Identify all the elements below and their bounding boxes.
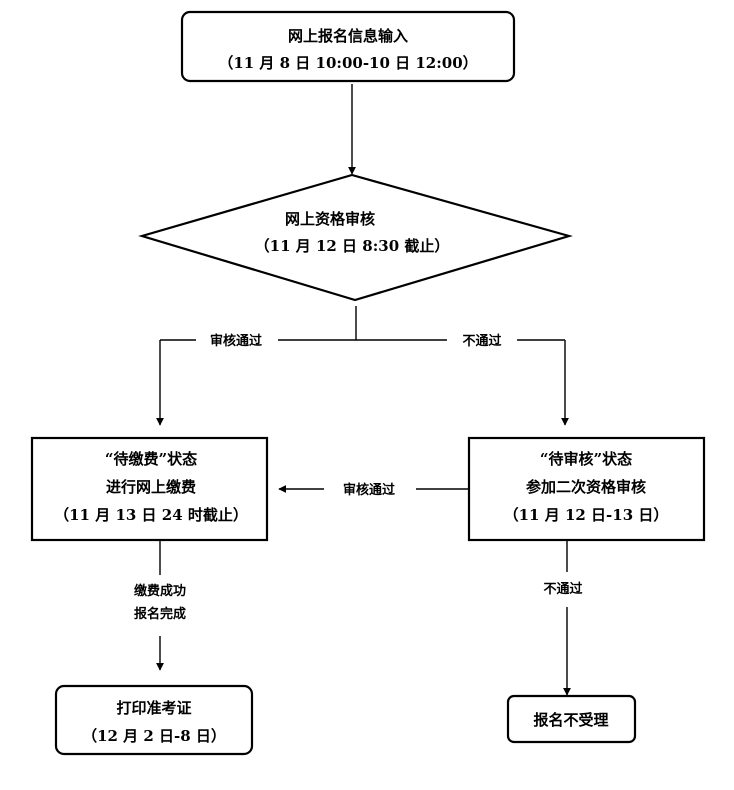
reject-node xyxy=(506,694,637,744)
review-decision xyxy=(138,173,573,302)
pending-review-node xyxy=(467,436,706,542)
pending-payment-node xyxy=(30,436,269,542)
edge-label-paid-1: 缴费成功 xyxy=(134,583,186,599)
print-ticket-title: 打印准考证 xyxy=(116,699,191,717)
review-decision-title: 网上资格审核 xyxy=(285,210,375,228)
print-ticket-time: （12 月 2 日-8 日） xyxy=(82,727,226,745)
edge-label-fail: 不通过 xyxy=(462,333,501,349)
pending-payment-action: 进行网上缴费 xyxy=(106,478,196,496)
edge-label-fail-secondary: 不通过 xyxy=(543,581,582,597)
start-node-time: （11 月 8 日 10:00-10 日 12:00） xyxy=(218,54,477,72)
pending-review-status: “待审核”状态 xyxy=(540,450,632,468)
pending-review-action: 参加二次资格审核 xyxy=(526,478,646,496)
reject-node-title: 报名不受理 xyxy=(533,711,608,729)
edge-label-pass: 审核通过 xyxy=(210,333,262,349)
start-node xyxy=(180,10,516,83)
print-ticket-node xyxy=(54,684,254,756)
review-decision-time: （11 月 12 日 8:30 截止） xyxy=(255,237,450,255)
pending-payment-deadline: （11 月 13 日 24 时截止） xyxy=(54,506,248,524)
start-node-title: 网上报名信息输入 xyxy=(288,27,408,45)
pending-review-time: （11 月 12 日-13 日） xyxy=(504,506,669,524)
edge-label-pass-secondary: 审核通过 xyxy=(343,482,395,498)
pending-payment-status: “待缴费”状态 xyxy=(105,450,197,468)
edge-label-paid-2: 报名完成 xyxy=(134,606,186,622)
